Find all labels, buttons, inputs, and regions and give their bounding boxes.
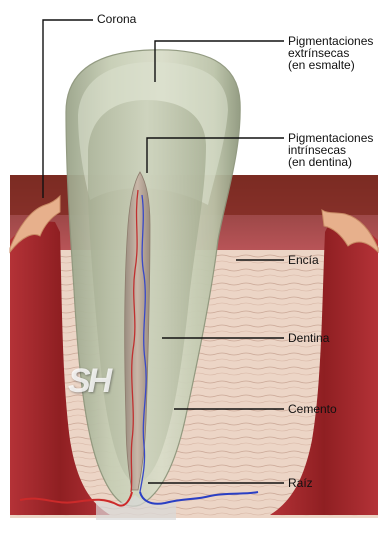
label-pig-int-line3: (en dentina)	[288, 156, 373, 168]
label-pigmentaciones-extrinsecas: Pigmentaciones extrínsecas (en esmalte)	[288, 35, 373, 71]
watermark-logo: SH	[68, 362, 109, 401]
label-cemento: Cemento	[288, 403, 337, 415]
label-pigmentaciones-intrinsecas: Pigmentaciones intrínsecas (en dentina)	[288, 132, 373, 168]
label-raiz: Raíz	[288, 477, 313, 489]
label-corona: Corona	[97, 13, 136, 25]
label-dentina: Dentina	[288, 332, 329, 344]
label-pig-ext-line3: (en esmalte)	[288, 59, 373, 71]
label-encia: Encía	[288, 254, 319, 266]
